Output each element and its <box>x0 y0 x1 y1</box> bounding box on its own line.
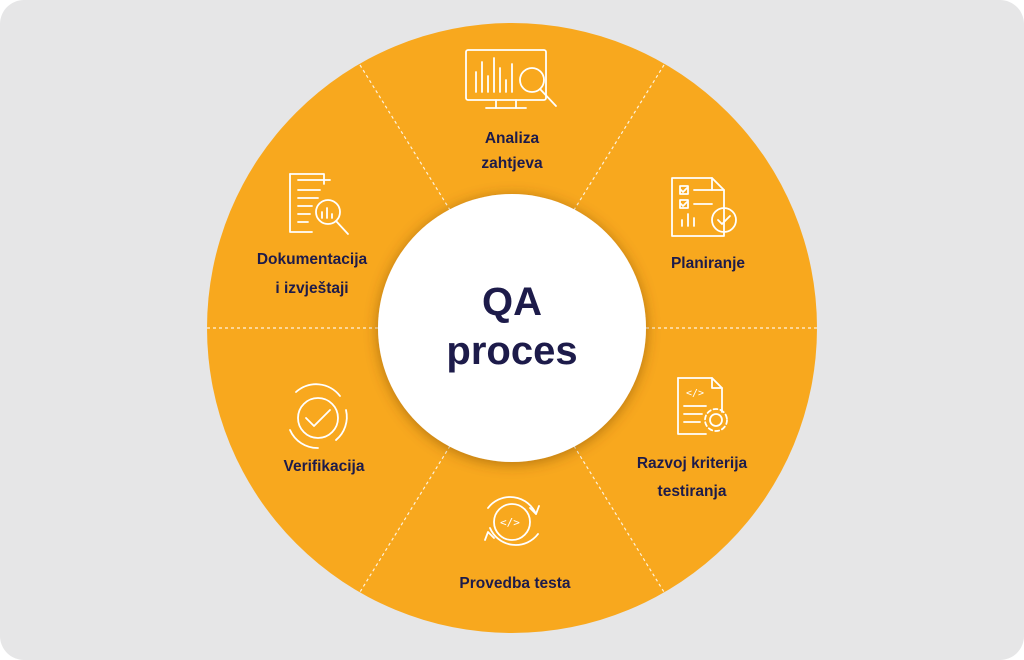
checkmark-badge-icon <box>289 383 348 449</box>
segment-dividers <box>207 64 817 593</box>
segment-label-line1: Analiza <box>485 130 540 147</box>
segment-label-line1: Provedba testa <box>459 575 571 592</box>
segment-label-line1: Dokumentacija <box>257 251 368 268</box>
code-document-gear-icon: </> <box>677 377 728 435</box>
segment-analiza-zahtjeva: Analiza zahtjeva <box>465 49 557 172</box>
code-cycle-icon: </> <box>484 496 540 546</box>
segment-label-line1: Verifikacija <box>283 458 364 475</box>
monitor-chart-magnifier-icon <box>465 49 557 109</box>
center-title-line1: QA <box>482 280 542 324</box>
segment-label-line1: Planiranje <box>671 255 745 272</box>
report-magnifier-icon <box>289 173 349 235</box>
divider-top-left <box>359 64 451 211</box>
divider-top-right <box>573 64 665 211</box>
segment-label-line2: zahtjeva <box>481 155 543 172</box>
center-title-line2: proces <box>446 329 577 373</box>
segment-dokumentacija-i-izvjestaji: Dokumentacija i izvještaji <box>257 173 368 297</box>
segment-label-line2: testiranja <box>658 483 727 500</box>
center-circle <box>378 194 646 462</box>
divider-bottom-right <box>573 445 665 593</box>
segment-label-line2: i izvještaji <box>275 280 348 297</box>
svg-text:</>: </> <box>686 388 704 399</box>
segment-verifikacija: Verifikacija <box>283 383 365 475</box>
segment-razvoj-kriterija-testiranja: </> Razvoj kriterija testiranja <box>637 377 748 500</box>
checklist-document-icon <box>671 177 737 237</box>
svg-text:</>: </> <box>500 516 520 529</box>
segment-provedba-testa: </> Provedba testa <box>459 496 571 592</box>
segment-planiranje: Planiranje <box>671 177 745 272</box>
divider-bottom-left <box>359 445 451 593</box>
segment-label-line1: Razvoj kriterija <box>637 455 748 472</box>
